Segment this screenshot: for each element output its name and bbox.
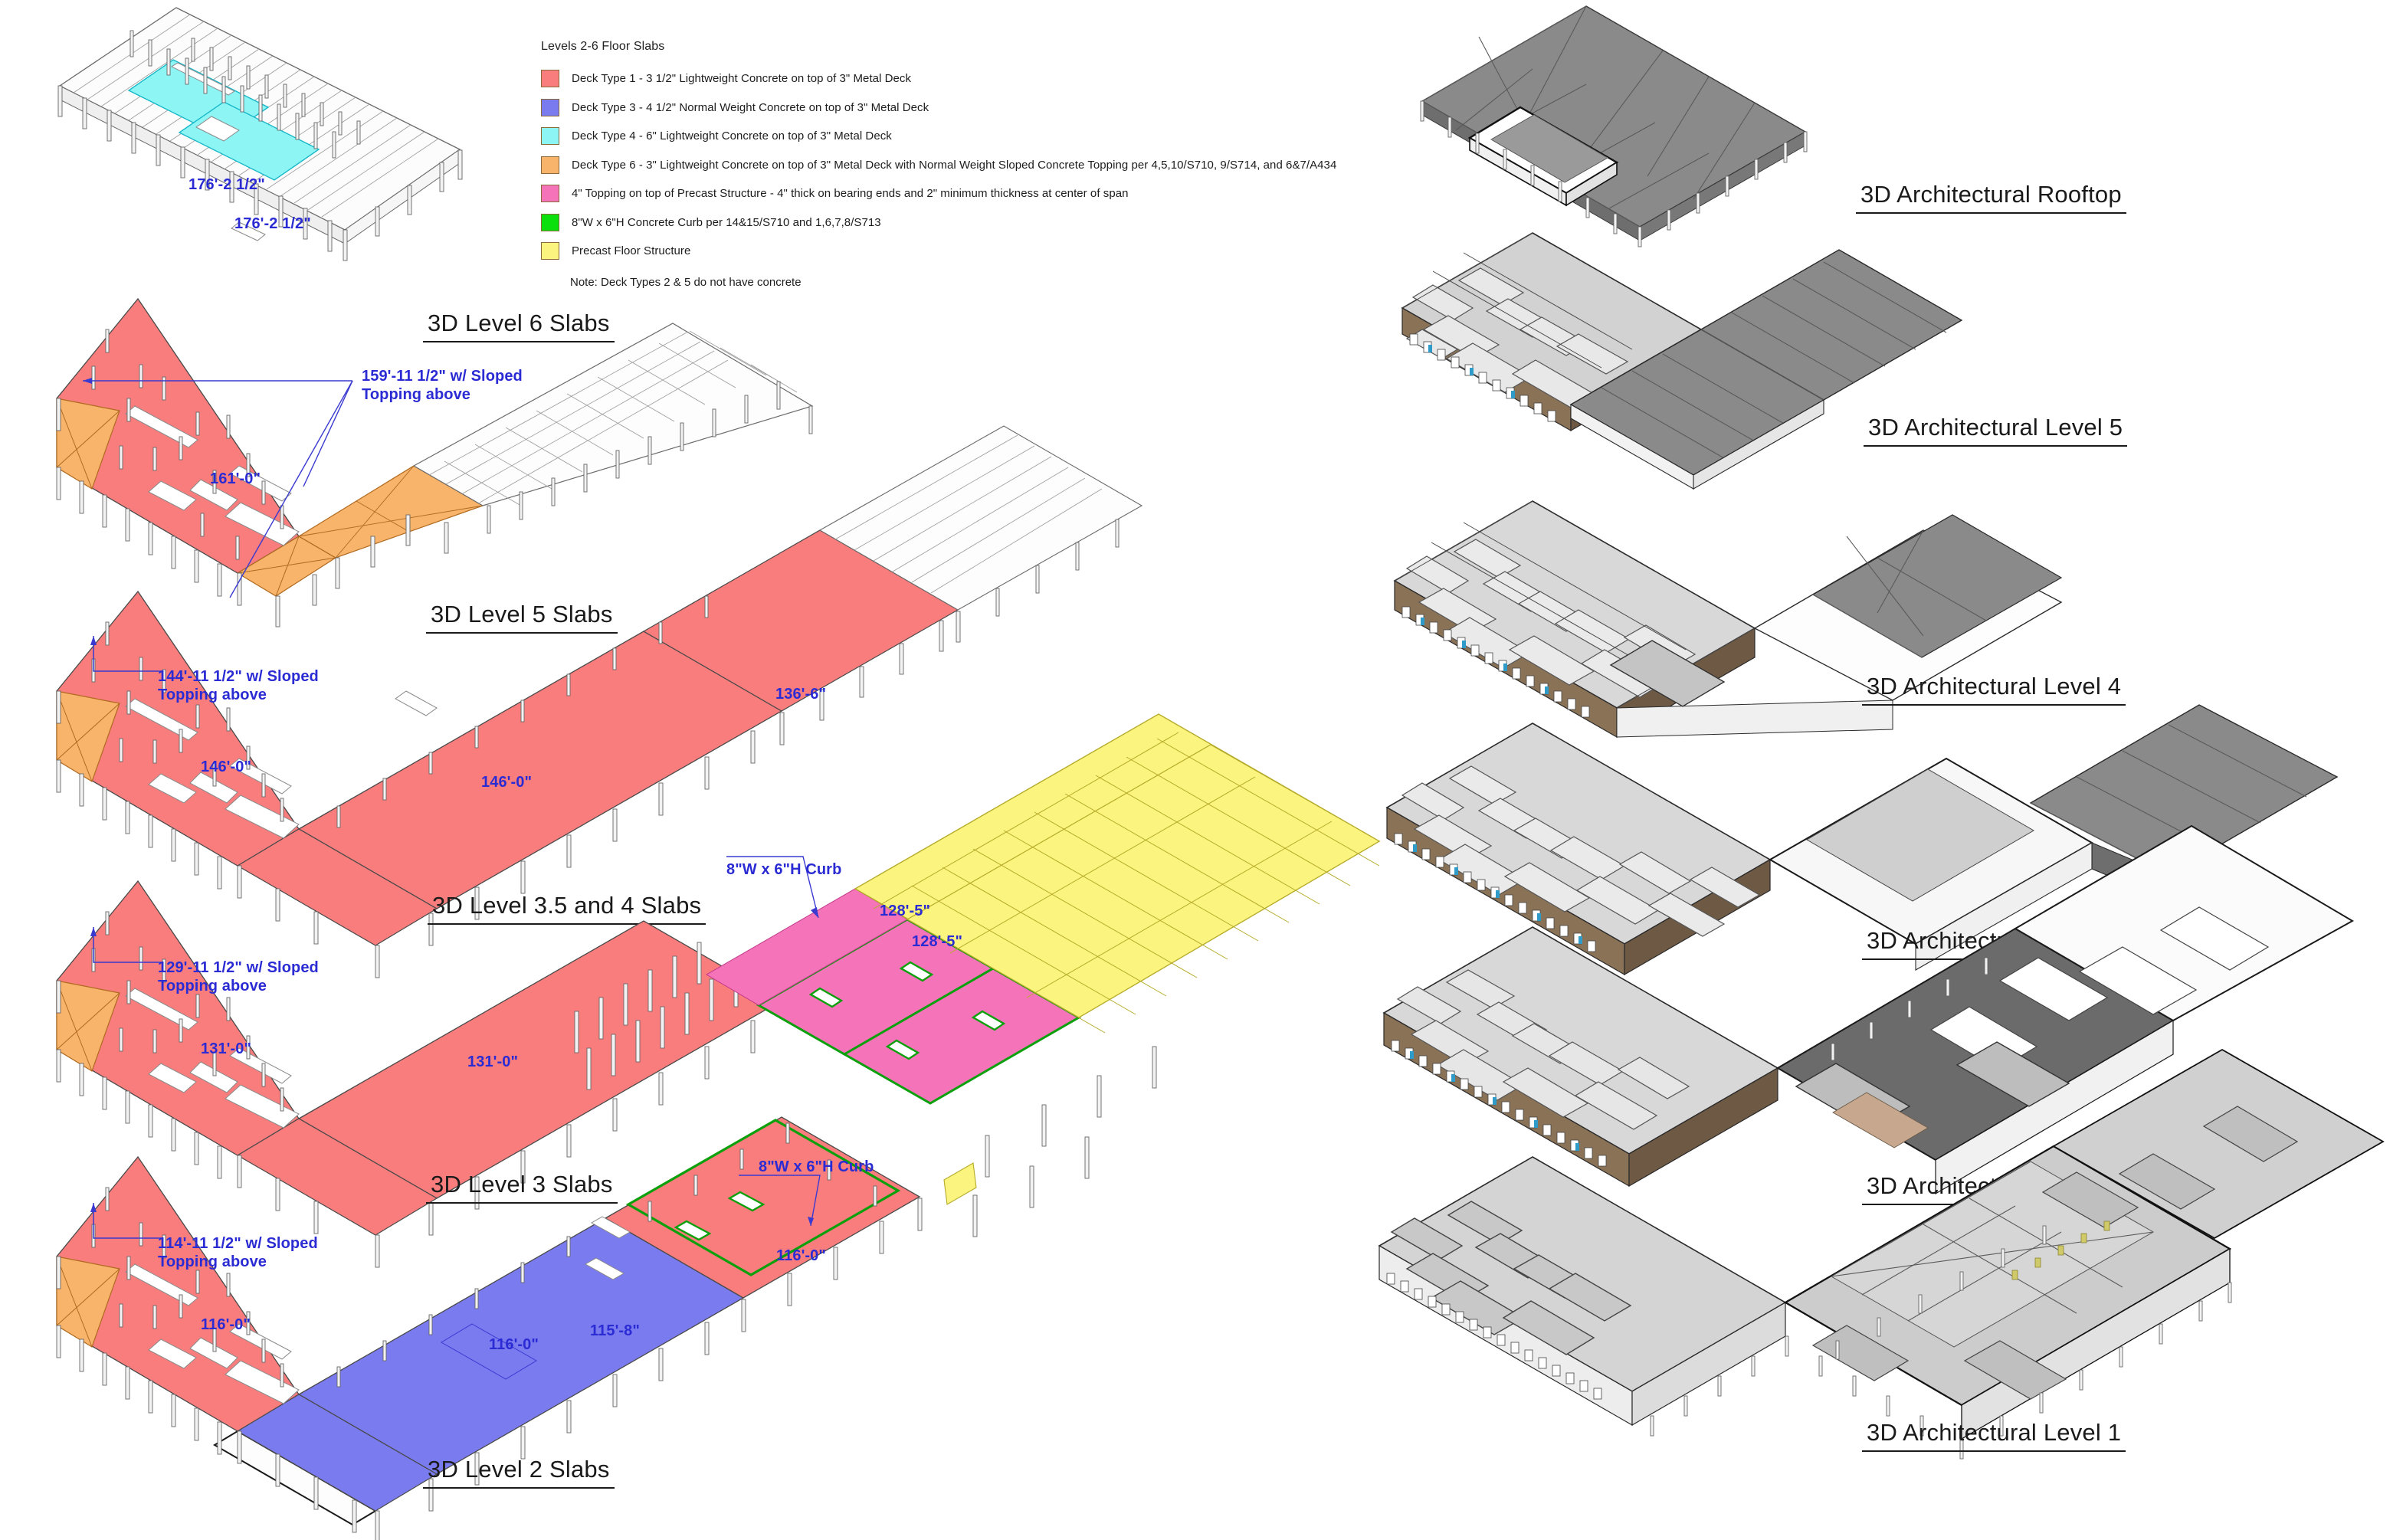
leader-level3-curb — [726, 856, 819, 919]
dimension-level2-sloped: 114'-11 1/2" w/ Sloped Topping above — [158, 1235, 318, 1271]
legend-label: 4" Topping on top of Precast Structure -… — [572, 187, 1129, 200]
legend-label: Deck Type 1 - 3 1/2" Lightweight Concret… — [572, 72, 912, 85]
level3-slab-isometric — [56, 713, 1381, 1268]
leader-level2-sloped — [90, 1203, 161, 1239]
dimension-line-2: Topping above — [158, 977, 267, 994]
legend-swatch-deck4 — [541, 127, 559, 145]
legend-item: 4" Topping on top of Precast Structure -… — [541, 185, 1307, 202]
dimension-level5-sloped: 159'-11 1/2" w/ Sloped Topping above — [362, 368, 523, 404]
curb-note-level2: 8"W x 6"H Curb — [759, 1158, 874, 1175]
legend-label: Precast Floor Structure — [572, 244, 691, 257]
legend-item: Deck Type 4 - 6" Lightweight Concrete on… — [541, 127, 1307, 145]
dimension-level3-precast-b: 128'-5" — [912, 933, 963, 950]
arch-level1-isometric — [1378, 1048, 2385, 1460]
dimension-line-1: 129'-11 1/2" w/ Sloped — [158, 959, 319, 976]
leader-level2-curb — [739, 1175, 821, 1227]
legend-item: Deck Type 3 - 4 1/2" Normal Weight Concr… — [541, 98, 1307, 116]
legend-item: Deck Type 6 - 3" Lightweight Concrete on… — [541, 156, 1336, 174]
dimension-level4-c: 136'-6" — [775, 686, 827, 703]
view-title-level6: 3D Level 6 Slabs — [423, 310, 615, 342]
legend-label: Deck Type 3 - 4 1/2" Normal Weight Concr… — [572, 100, 929, 114]
dimension-level3-b: 131'-0" — [467, 1053, 519, 1070]
view-title-arch-level4: 3D Architectural Level 4 — [1862, 673, 2126, 706]
dimension-level3-sloped: 129'-11 1/2" w/ Sloped Topping above — [158, 959, 319, 995]
dimension-line-2: Topping above — [158, 686, 267, 703]
dimension-line-1: 114'-11 1/2" w/ Sloped — [158, 1235, 318, 1252]
leader-level3-sloped — [90, 927, 161, 963]
legend-label: Deck Type 4 - 6" Lightweight Concrete on… — [572, 129, 892, 143]
view-title-level3: 3D Level 3 Slabs — [426, 1171, 618, 1204]
dimension-level2-a: 116'-0" — [201, 1316, 251, 1333]
view-title-arch-rooftop: 3D Architectural Rooftop — [1856, 181, 2126, 214]
view-title-arch-level5: 3D Architectural Level 5 — [1864, 414, 2128, 447]
legend-label: Deck Type 6 - 3" Lightweight Concrete on… — [572, 158, 1337, 172]
dimension-level3-precast-a: 128'-5" — [880, 903, 931, 919]
arch-level4-isometric — [1393, 500, 2063, 739]
view-title-level4: 3D Level 3.5 and 4 Slabs — [428, 892, 706, 925]
dimension-level4-b: 146'-0" — [481, 774, 533, 791]
curb-note-level3: 8"W x 6"H Curb — [726, 861, 842, 878]
level5-slab-isometric — [56, 297, 814, 627]
dimension-level4-sloped: 144'-11 1/2" w/ Sloped Topping above — [158, 668, 319, 704]
dimension-line-2: Topping above — [362, 385, 471, 403]
arch-level2-isometric — [1382, 824, 2355, 1195]
leader-level4-sloped — [90, 636, 161, 672]
dimension-level2-d: 116'-0" — [776, 1247, 826, 1264]
legend-item: Deck Type 1 - 3 1/2" Lightweight Concret… — [541, 70, 1307, 87]
leader-level5-sloped — [83, 378, 353, 598]
legend-swatch-deck1 — [541, 70, 559, 87]
dimension-level3-a: 131'-0" — [201, 1040, 252, 1057]
deck-type-legend: Levels 2-6 Floor Slabs Deck Type 1 - 3 1… — [541, 40, 1336, 289]
legend-note: Note: Deck Types 2 & 5 do not have concr… — [570, 276, 802, 289]
dimension-line-2: Topping above — [158, 1253, 267, 1270]
dimension-level2-c: 115'-8" — [590, 1322, 640, 1339]
view-title-level5: 3D Level 5 Slabs — [426, 601, 618, 634]
arch-level5-isometric — [1401, 232, 1963, 490]
view-title-arch-level1: 3D Architectural Level 1 — [1862, 1419, 2126, 1452]
legend-swatch-precast — [541, 242, 559, 260]
view-title-level2: 3D Level 2 Slabs — [423, 1456, 615, 1489]
legend-swatch-topping — [541, 185, 559, 202]
dimension-level2-b: 116'-0" — [489, 1336, 539, 1353]
dimension-level4-a: 146'-0" — [201, 759, 252, 775]
legend-swatch-deck3 — [541, 98, 559, 116]
legend-swatch-curb — [541, 213, 559, 231]
legend-swatch-deck6 — [541, 156, 559, 174]
dimension-level5-a: 161'-0" — [210, 470, 261, 487]
dimension-line-1: 159'-11 1/2" w/ Sloped — [362, 368, 523, 385]
legend-label: 8"W x 6"H Concrete Curb per 14&15/S710 a… — [572, 215, 881, 229]
arch-level3-isometric — [1385, 704, 2339, 976]
dimension-level6-a: 176'-2 1/2" — [189, 176, 265, 193]
legend-item: Precast Floor Structure — [541, 242, 1307, 260]
level4-slab-isometric — [56, 425, 1143, 978]
dimension-line-1: 144'-11 1/2" w/ Sloped — [158, 668, 319, 685]
legend-item: 8"W x 6"H Concrete Curb per 14&15/S710 a… — [541, 213, 1307, 231]
level6-slab-isometric — [57, 7, 463, 261]
level2-slab-isometric — [56, 1046, 1157, 1540]
legend-title: Levels 2-6 Floor Slabs — [541, 40, 665, 53]
dimension-level6-b: 176'-2 1/2" — [234, 215, 311, 232]
arch-rooftop-isometric — [1420, 5, 1808, 247]
